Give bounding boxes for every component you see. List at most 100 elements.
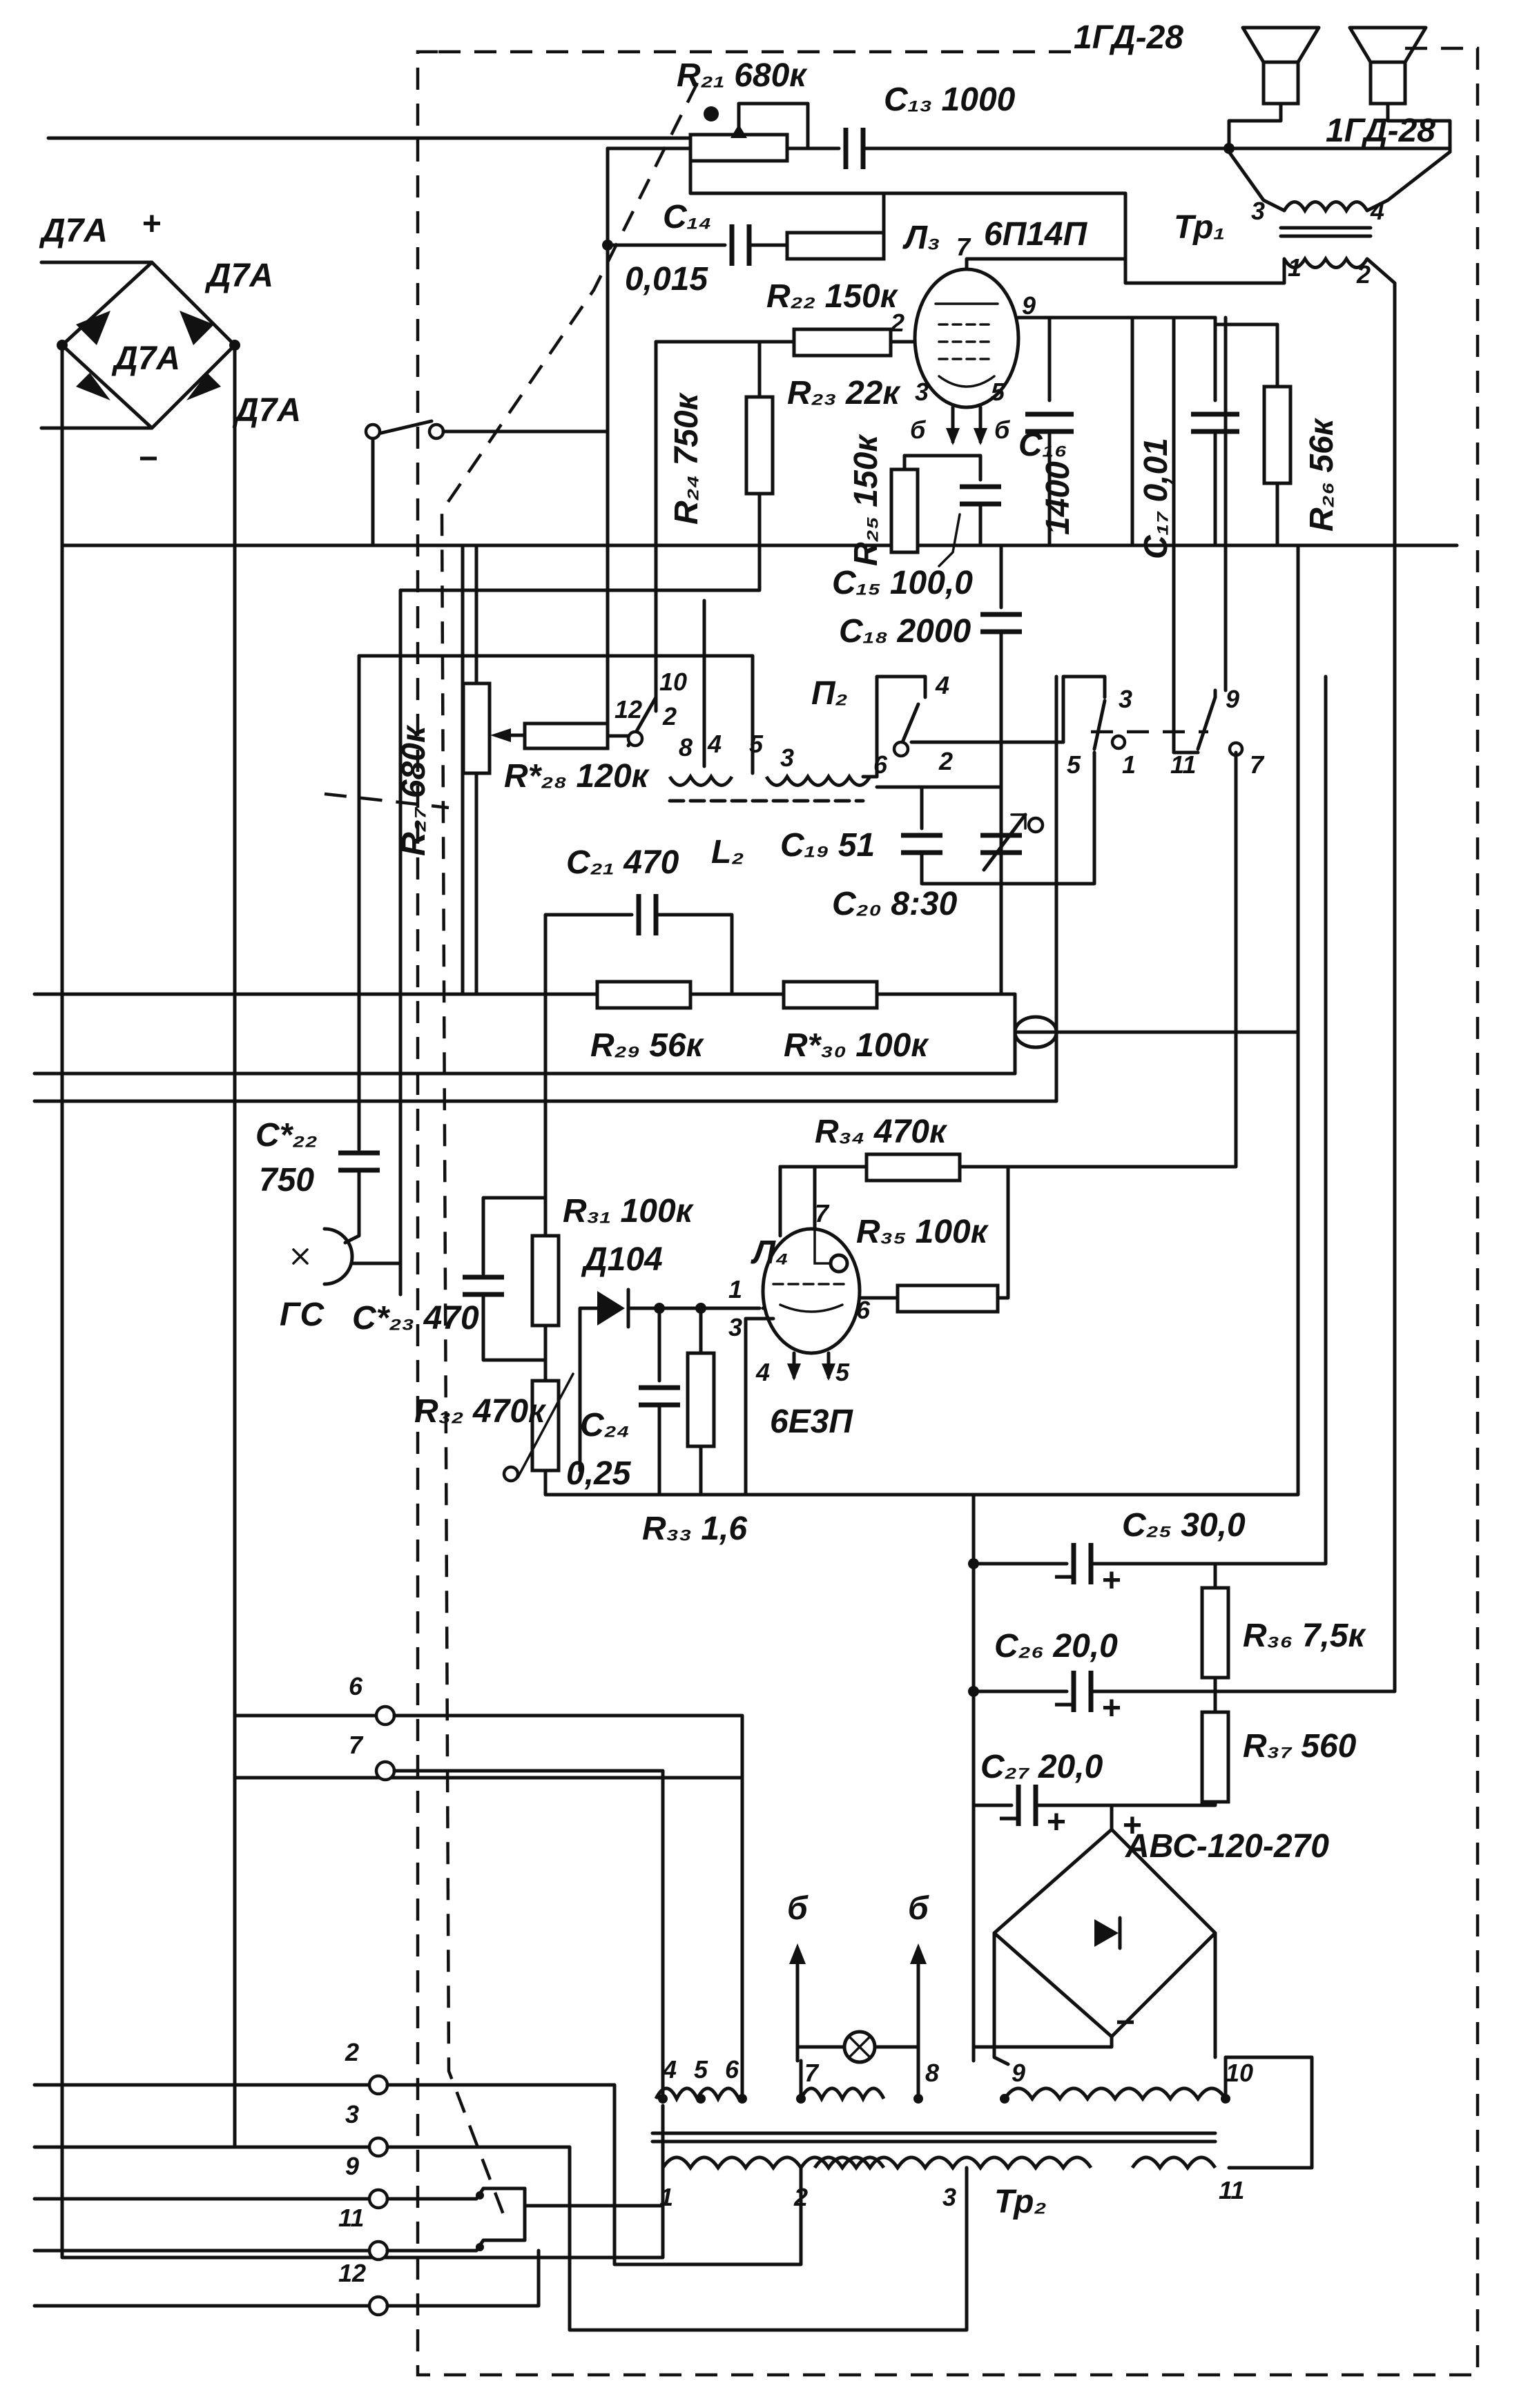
c25-plus: + — [1101, 1562, 1121, 1599]
terminal-12[interactable] — [32, 2249, 541, 2317]
l3-pin-9: 9 — [1022, 291, 1036, 320]
r36-resistor — [1200, 1562, 1230, 1693]
tube-l4 — [744, 1227, 900, 1497]
terminal-6[interactable] — [233, 1705, 744, 1780]
d7a-1-label: Д7А — [39, 213, 108, 249]
tr1-pin-4: 4 — [1370, 197, 1384, 225]
r34-resistor — [778, 1152, 1010, 1300]
c25-minus: − — [1053, 1559, 1072, 1595]
c16-value: 1400 — [1040, 461, 1076, 535]
l3-pin-7: 7 — [956, 233, 971, 261]
plus-label: + — [142, 206, 161, 242]
c17-label: C₁₇ 0,01 — [1138, 438, 1174, 559]
c20-trimmer[interactable] — [980, 785, 1045, 872]
l3-pin-5: 5 — [991, 378, 1005, 406]
p2-label: П₂ — [811, 675, 848, 712]
c20-label: C₂₀ 8:30 — [832, 886, 958, 922]
c26-plus: + — [1101, 1690, 1121, 1727]
p2-switch-section-3[interactable] — [1061, 674, 1127, 789]
terminal-3[interactable] — [32, 2136, 969, 2332]
terminal-11[interactable] — [32, 2186, 527, 2262]
tr2-pin-4: 4 — [662, 2055, 677, 2084]
terminal-7[interactable] — [374, 1760, 665, 2101]
r31-label: R₃₁ 100к — [563, 1193, 695, 1230]
p2-pin-4b: 4 — [935, 671, 949, 699]
p2-pin-5: 5 — [749, 730, 764, 758]
r35-resistor — [896, 1283, 1000, 1314]
r22-resistor — [688, 136, 1128, 264]
c19-label: C₁₉ 51 — [780, 827, 875, 864]
abc-plus: + — [1122, 1807, 1141, 1844]
tr2-pin-11: 11 — [1219, 2176, 1244, 2204]
tube-l3 — [889, 257, 1128, 445]
r26-resistor — [1213, 315, 1293, 692]
c15-label: C₁₅ 100,0 — [832, 565, 973, 601]
r32-potentiometer[interactable] — [502, 1372, 748, 1497]
heater-lamp — [789, 1943, 927, 2064]
c16-capacitor — [960, 484, 1001, 547]
c24-label: C₂₄ — [580, 1407, 630, 1444]
c19-capacitor — [875, 785, 1096, 886]
shielded-link — [1013, 1015, 1300, 1049]
gs-jack[interactable] — [292, 1227, 403, 1297]
tr2-label: Тр₂ — [994, 2184, 1047, 2220]
d104-diode — [578, 1288, 762, 1473]
c27-label: C₂₇ 20,0 — [980, 1749, 1103, 1785]
l4-pin-6: 6 — [856, 1296, 871, 1324]
p2-pin-2b: 2 — [938, 747, 953, 775]
p2-pin-10: 10 — [659, 668, 687, 696]
p2-pin-11: 11 — [1170, 750, 1196, 779]
c14-capacitor — [606, 224, 789, 266]
p2-pin-2: 2 — [662, 702, 677, 730]
l3-pin-2: 2 — [890, 309, 904, 337]
speaker-2 — [1348, 26, 1428, 106]
r25-label: R₂₅ 150к — [848, 434, 884, 566]
abc-rectifier — [971, 1803, 1217, 2066]
tr2-transformer — [650, 2086, 1230, 2171]
terminal-6-label: 6 — [349, 1672, 363, 1700]
tr1-pin-1: 1 — [1288, 253, 1302, 282]
p2-switch-section-1[interactable] — [357, 599, 755, 1124]
c26-label: C₂₆ 20,0 — [994, 1628, 1118, 1664]
r33-label: R₃₃ 1,6 — [642, 1511, 747, 1547]
p2-switch-section-2[interactable] — [875, 674, 1065, 779]
r24-label: R₂₄ 750к — [668, 391, 705, 525]
l3-pin-b1: б — [910, 416, 927, 444]
d7a-4-label: Д7А — [232, 392, 301, 429]
terminal-3-label: 3 — [345, 2100, 359, 2128]
r27-potentiometer[interactable] — [461, 543, 527, 996]
tr2-pin-5: 5 — [694, 2055, 708, 2084]
r21-potentiometer[interactable] — [606, 101, 841, 163]
l4-pin-3: 3 — [728, 1313, 742, 1341]
c27-minus: − — [998, 1800, 1017, 1837]
terminal-12-label: 12 — [338, 2259, 366, 2287]
r26-label: R₂₆ 56к — [1304, 417, 1340, 532]
p2-pin-7: 7 — [1250, 750, 1265, 779]
l3-label: Л₃ — [902, 220, 940, 256]
p2-pin-1: 1 — [1122, 750, 1136, 779]
l4-pin-1: 1 — [728, 1275, 742, 1303]
l4-pin-5: 5 — [835, 1358, 850, 1386]
tr1-pin-2: 2 — [1356, 260, 1371, 289]
r22-label: R₂₂ 150к — [766, 278, 899, 315]
r35-label: R₃₅ 100к — [856, 1214, 989, 1250]
l2-coil — [668, 773, 879, 803]
tr2-pin-7: 7 — [804, 2059, 820, 2087]
tr1-transformer — [1123, 150, 1452, 637]
b-plus-rail — [968, 1493, 1069, 2049]
p2-pin-3b: 3 — [1119, 685, 1132, 713]
c24-capacitor — [639, 1306, 680, 1497]
c21-capacitor — [543, 894, 734, 996]
c24-value: 0,25 — [566, 1455, 632, 1492]
terminal-2[interactable] — [32, 2074, 803, 2266]
r25-resistor — [889, 454, 983, 554]
p2-pin-4: 4 — [707, 730, 722, 758]
c27-capacitor — [1016, 1785, 1052, 1826]
p2-pin-9: 9 — [1226, 685, 1239, 713]
p2-pin-5b: 5 — [1067, 750, 1081, 779]
l3-pin-3: 3 — [915, 378, 929, 406]
r36-label: R₃₆ 7,5к — [1243, 1618, 1366, 1654]
c18-capacitor — [980, 543, 1022, 996]
power-switch[interactable] — [364, 419, 610, 547]
